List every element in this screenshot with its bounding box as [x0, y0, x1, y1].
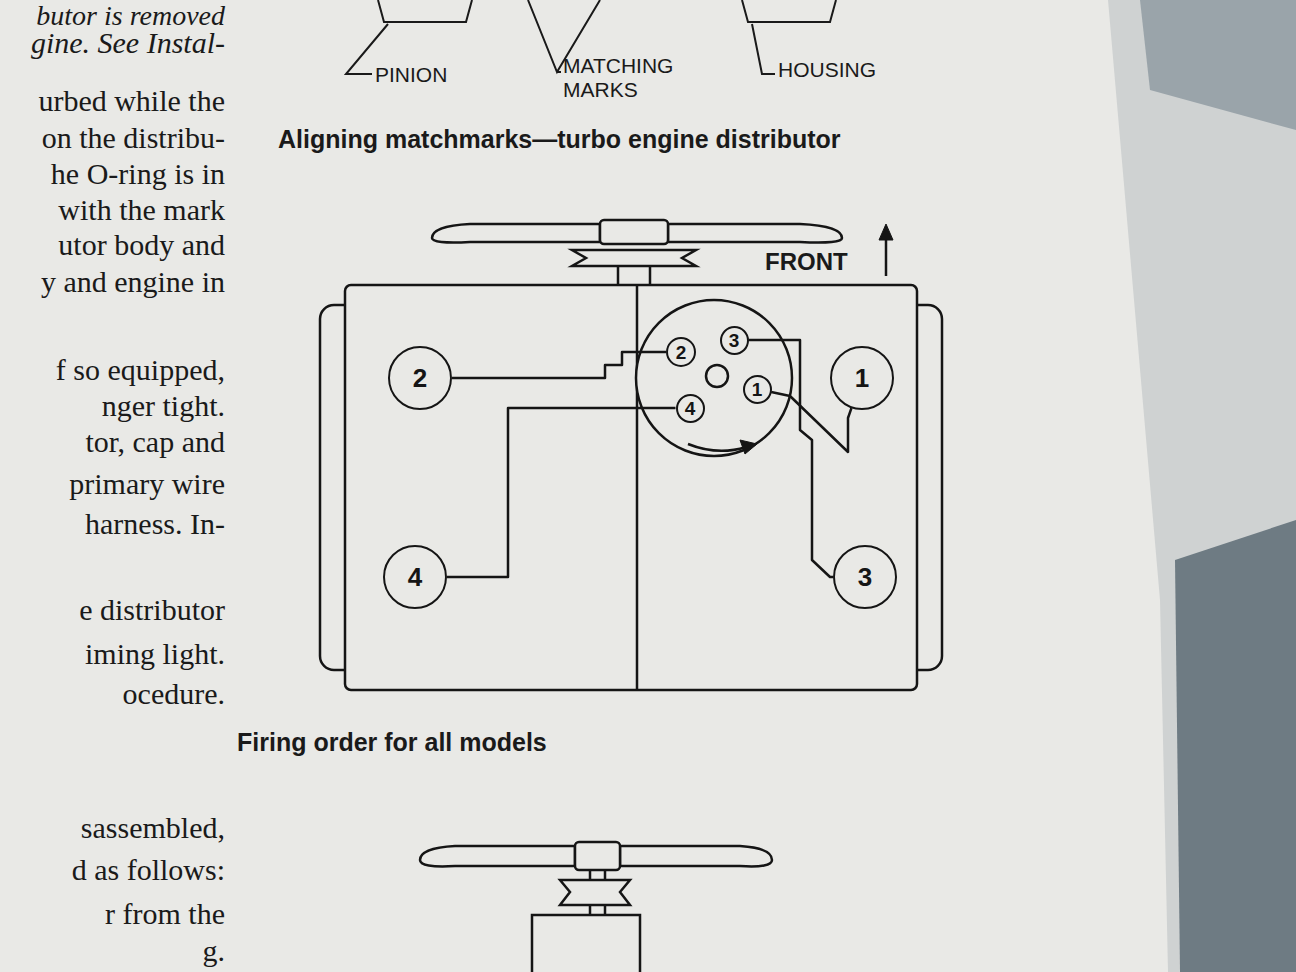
cylinder-number: 2: [388, 346, 452, 410]
cylinder-number: 3: [833, 545, 897, 609]
number-text: 3: [729, 331, 740, 350]
engine-block: [532, 915, 640, 972]
body-text: sassembled,: [81, 811, 225, 846]
fan-blade: [420, 846, 575, 866]
fan-blade: [668, 224, 842, 243]
rotation-arrow: [688, 444, 746, 451]
body-text: f so equipped,: [56, 353, 225, 388]
leader-line: [752, 24, 775, 74]
cap-terminal: 1: [743, 375, 772, 404]
figure-caption: Firing order for all models: [237, 728, 547, 757]
front-arrowhead: [879, 224, 893, 240]
figure-caption: Aligning matchmarks—turbo engine distrib…: [278, 125, 841, 154]
block-centerline: [636, 285, 639, 690]
number-text: 4: [408, 564, 422, 590]
engine-illustration: [420, 842, 772, 972]
distributor-cap: [636, 300, 792, 456]
body-text: y and engine in: [41, 265, 225, 300]
body-text: urbed while the: [38, 84, 225, 119]
direction-label: FRONT: [765, 248, 848, 276]
body-text: he O-ring is in: [51, 157, 225, 192]
fan-hub: [600, 220, 668, 244]
body-text: ocedure.: [123, 677, 225, 712]
part-label: PINION: [375, 63, 447, 87]
rotation-arrowhead: [740, 440, 757, 454]
body-text: e distributor: [79, 593, 225, 628]
cylinder-number: 4: [383, 545, 447, 609]
cap-center: [706, 365, 728, 387]
ignition-wire: [447, 408, 676, 577]
pulley: [560, 880, 630, 905]
number-text: 1: [752, 380, 763, 399]
body-text: harness. In-: [85, 507, 225, 542]
paper-page: [0, 0, 1168, 972]
body-text: nger tight.: [102, 389, 225, 424]
part-label: MATCHING MARKS: [563, 54, 713, 102]
pinion-outline: [378, 0, 472, 22]
body-text: with the mark: [58, 193, 225, 228]
fan-hub: [575, 842, 620, 870]
number-text: 1: [855, 365, 869, 391]
cap-terminal: 4: [676, 394, 705, 423]
number-text: 2: [413, 365, 427, 391]
engine-block: [345, 285, 917, 690]
cylinder-number: 1: [830, 346, 894, 410]
ignition-wire: [452, 352, 666, 378]
leader-line: [557, 71, 561, 73]
cap-terminal: 3: [720, 326, 749, 355]
body-text: utor body and: [58, 228, 225, 263]
body-text: primary wire: [69, 467, 225, 502]
body-text: on the distribu-: [42, 121, 225, 156]
cloth-ground: [1175, 520, 1296, 972]
number-text: 3: [858, 564, 872, 590]
body-text: g.: [203, 934, 226, 969]
number-text: 4: [685, 399, 696, 418]
cloth-ground: [1140, 0, 1296, 130]
body-text: gine. See Instal-: [31, 26, 225, 61]
pulley: [572, 250, 696, 266]
body-text: iming light.: [85, 637, 225, 672]
fan-blade: [432, 224, 600, 243]
pulley-shaft: [590, 870, 605, 915]
pulley-shaft: [618, 266, 650, 285]
cap-terminal: 2: [666, 337, 696, 367]
part-label: HOUSING: [778, 58, 876, 82]
body-text: tor, cap and: [85, 425, 225, 460]
fan-blade: [620, 846, 772, 866]
front-arrow: [885, 236, 888, 276]
housing-outline: [742, 0, 836, 22]
body-text: d as follows:: [72, 853, 225, 888]
number-text: 2: [676, 343, 687, 362]
engine-illustration: [320, 220, 942, 690]
body-text: r from the: [105, 897, 225, 932]
